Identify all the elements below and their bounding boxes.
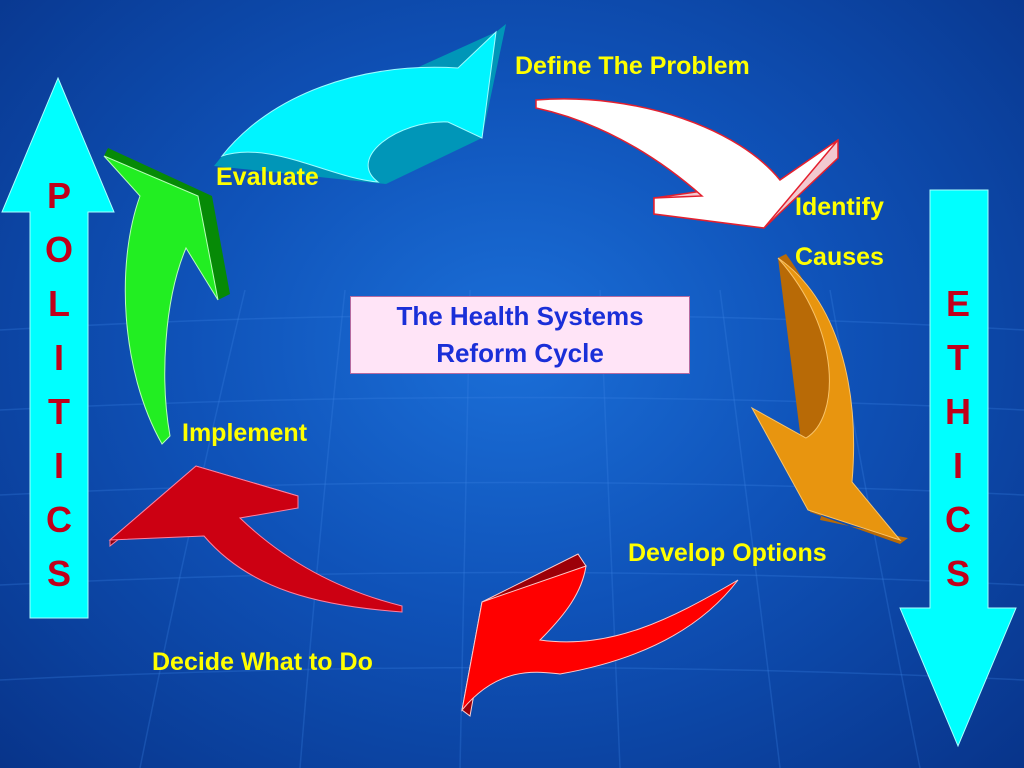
ethics-letter: I xyxy=(952,445,963,486)
decide-arrow xyxy=(108,465,403,613)
evaluate-arrow xyxy=(214,24,506,184)
politics-arrow xyxy=(1,76,115,619)
label-decide-what-to-do: Decide What to Do xyxy=(152,648,373,676)
politics-letter: I xyxy=(53,337,64,378)
cycle-title-box: The Health Systems Reform Cycle xyxy=(350,296,690,374)
label-causes: Causes xyxy=(795,243,884,271)
politics-letter: I xyxy=(53,445,64,486)
define-arrow xyxy=(535,98,839,229)
ethics-letter: T xyxy=(947,337,969,378)
ethics-letter: S xyxy=(945,553,970,594)
cycle-title-line-1: The Health Systems xyxy=(396,301,644,332)
label-define-the-problem: Define The Problem xyxy=(515,52,750,80)
implement-arrow xyxy=(103,148,230,445)
politics-word: P O L I T I C S xyxy=(34,178,84,610)
politics-letter: T xyxy=(48,391,70,432)
ethics-letter: H xyxy=(945,391,971,432)
ethics-letter: C xyxy=(945,499,971,540)
identify-arrow xyxy=(750,254,908,544)
politics-letter: S xyxy=(46,553,71,594)
politics-letter: C xyxy=(46,499,72,540)
develop-arrow xyxy=(461,553,739,717)
politics-letter: O xyxy=(44,229,73,270)
politics-letter: L xyxy=(48,283,70,324)
ethics-arrow xyxy=(899,189,1017,748)
label-evaluate: Evaluate xyxy=(216,163,319,191)
politics-letter: P xyxy=(46,175,71,216)
label-identify: Identify xyxy=(795,193,884,221)
label-develop-options: Develop Options xyxy=(628,539,827,567)
ethics-letter: E xyxy=(945,283,970,324)
label-implement: Implement xyxy=(182,419,308,447)
cycle-title-line-2: Reform Cycle xyxy=(436,338,604,368)
ethics-word: E T H I C S xyxy=(933,286,983,610)
